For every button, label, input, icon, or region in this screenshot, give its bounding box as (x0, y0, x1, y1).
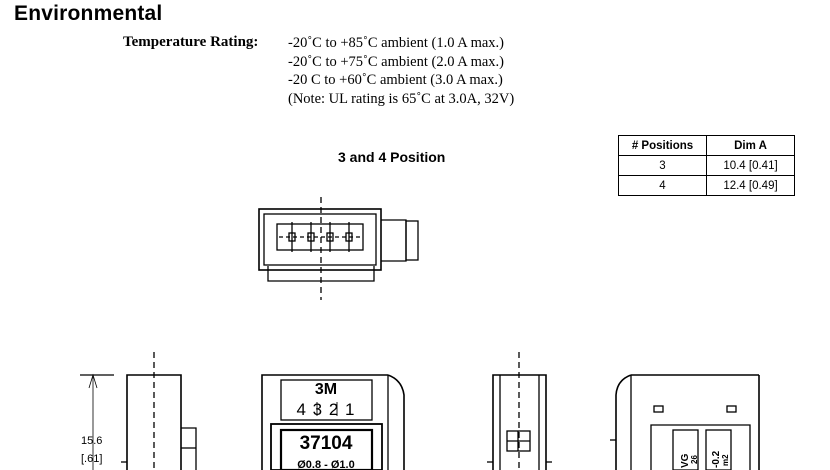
dimension-table: # Positions Dim A 3 10.4 [0.41] 4 12.4 [… (618, 135, 795, 196)
brand-logo: 3M (315, 381, 337, 398)
side-label-gauge: 26 (690, 455, 699, 464)
temperature-line: -20˚C to +85˚C ambient (1.0 A max.) (288, 35, 504, 51)
section-title: Environmental (14, 2, 163, 25)
height-dimension: 15.6 [.61] (80, 373, 114, 470)
side-label-awg: VG (680, 453, 691, 468)
side-label-range: -0.2 (711, 450, 722, 468)
wire-range: Ø0.8 - Ø1.0 (297, 459, 354, 470)
temperature-line: -20˚C to +75˚C ambient (2.0 A max.) (288, 53, 504, 70)
side-label-unit: m2 (721, 454, 730, 466)
top-view (258, 197, 419, 300)
temperature-line: -20 C to +60˚C ambient (3.0 A max.) (288, 72, 503, 88)
pin-numbers: 4 3 2 1 (297, 400, 356, 419)
table-cell: 10.4 [0.41] (706, 155, 795, 176)
side-view-left (121, 352, 197, 470)
temperature-rating-values: -20˚C to +85˚C ambient (1.0 A max.) -20˚… (288, 34, 514, 108)
temperature-rating-label: Temperature Rating: (123, 34, 259, 50)
side-view-right (487, 352, 552, 470)
table-row: 4 12.4 [0.49] (618, 175, 795, 196)
temperature-note: (Note: UL rating is 65˚C at 3.0A, 32V) (288, 90, 515, 107)
dim-height-inch: [.61] (81, 453, 102, 465)
part-number: 37104 (300, 433, 353, 454)
back-view: VG 26 -0.2 m2 (610, 374, 760, 470)
drawing-subtitle: 3 and 4 Position (338, 149, 446, 165)
front-view: 3M 4 3 2 1 37104 Ø0.8 - Ø1.0 (261, 374, 405, 470)
table-cell: 12.4 [0.49] (706, 175, 795, 196)
column-header-dim-a: Dim A (706, 135, 795, 156)
dim-height-mm: 15.6 (81, 435, 102, 447)
